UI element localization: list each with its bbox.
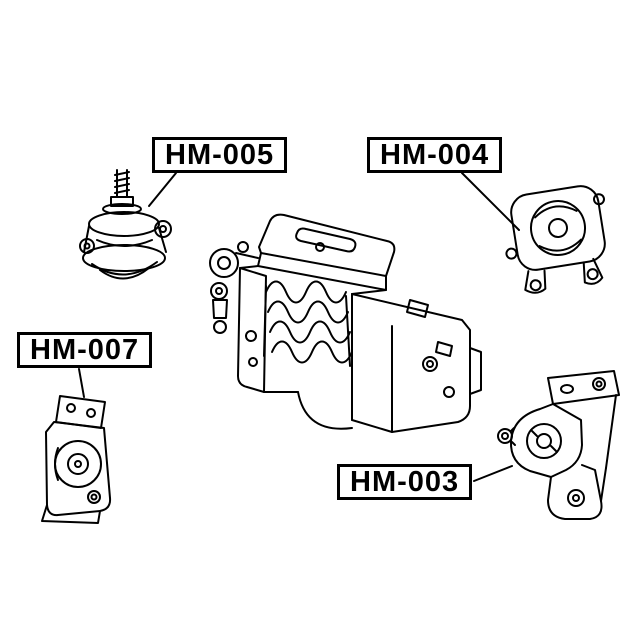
part-hm-003-drawing [497,370,620,520]
part-hm-004-drawing [505,185,606,294]
part-label-hm-007: HM-007 [17,332,153,368]
part-label-hm-005: HM-005 [152,137,288,173]
part-label-hm-003: HM-003 [337,464,473,500]
engine-drawing [209,213,482,433]
part-hm-005-drawing [79,169,172,280]
leader-line-hm-003 [473,465,513,482]
leader-line-hm-004 [461,172,520,231]
part-hm-007-drawing [41,395,112,524]
part-label-hm-004: HM-004 [367,137,503,173]
leader-lines [78,172,520,482]
leader-line-hm-007 [78,368,85,398]
leader-line-hm-005 [148,172,177,207]
